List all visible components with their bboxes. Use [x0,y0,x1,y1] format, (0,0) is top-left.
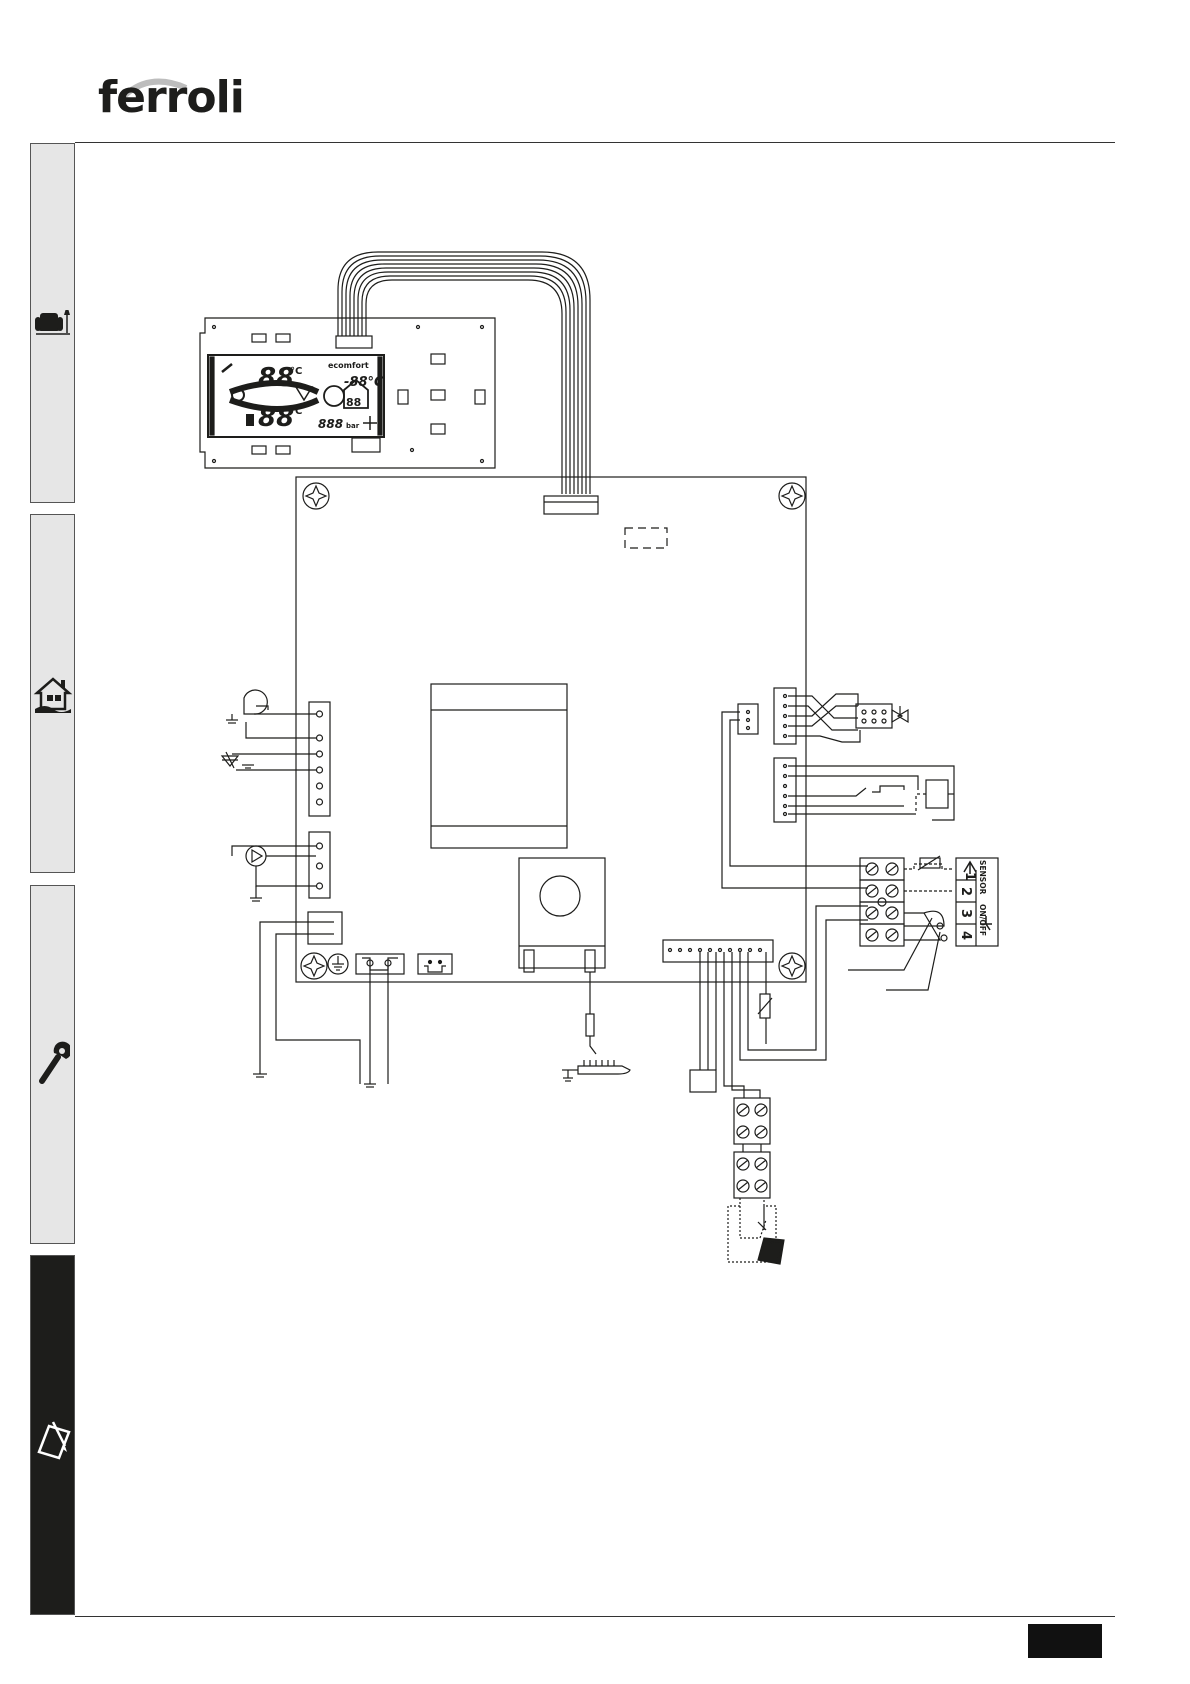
lcd-heating-temp: 88 [258,363,294,393]
side-tab-installer[interactable] [30,514,75,873]
terminal-label-sensor: SENSOR [978,860,987,895]
lcd-pressure-unit: bar [346,422,360,430]
pcb-screw [300,482,806,980]
lcd-dhw-temp: 88 [258,403,294,433]
lcd-dhw-unit: °C [290,406,302,417]
three-way-valve-icon [891,706,909,724]
lcd-heating-unit: °C [290,366,302,377]
house-installation-icon [33,677,72,713]
terminal-block-lower [733,1097,771,1199]
terminal-number-1: 1 [962,872,977,881]
terminal-number-2: 2 [958,887,973,896]
side-tab-user[interactable] [30,143,75,503]
header-rule [75,142,1115,143]
display-board [199,317,496,469]
ignition-electrode-icon [562,1060,631,1082]
footer-rule [75,1616,1115,1617]
lcd-small-digits: 88 [346,396,361,409]
terminal-block-right [859,857,905,947]
ribbon-cable [337,251,591,494]
room-thermostat-symbol-icon [980,916,992,931]
room-thermostat-icon [757,1237,785,1265]
terminal-label-box [955,857,999,947]
terminal-number-3: 3 [958,909,973,918]
side-tab-service[interactable] [30,885,75,1244]
pump-icon [245,845,267,867]
logo-swoosh-icon [121,78,188,99]
terminal-number-4: 4 [958,931,973,940]
outdoor-sensor-icon [963,860,977,874]
page-number-box [1028,1624,1102,1658]
terminal-label-onoff: ON/OFF [978,904,987,936]
brand-logo: ferroli [98,72,245,123]
gas-valve-icon [220,751,254,769]
transformer-module [430,683,568,849]
lcd-eco-label: ecomfort [328,361,369,370]
ignition-relay [518,857,606,969]
armchair-lamp-icon [34,310,70,335]
lcd-outdoor-temp: -88°C [344,375,384,390]
main-pcb [295,476,807,983]
lcd-pressure-value: 888 [318,417,343,431]
clipboard-pen-icon [36,1421,71,1460]
side-tab-technical-data[interactable] [30,1255,75,1615]
wrench-icon [38,1041,70,1084]
